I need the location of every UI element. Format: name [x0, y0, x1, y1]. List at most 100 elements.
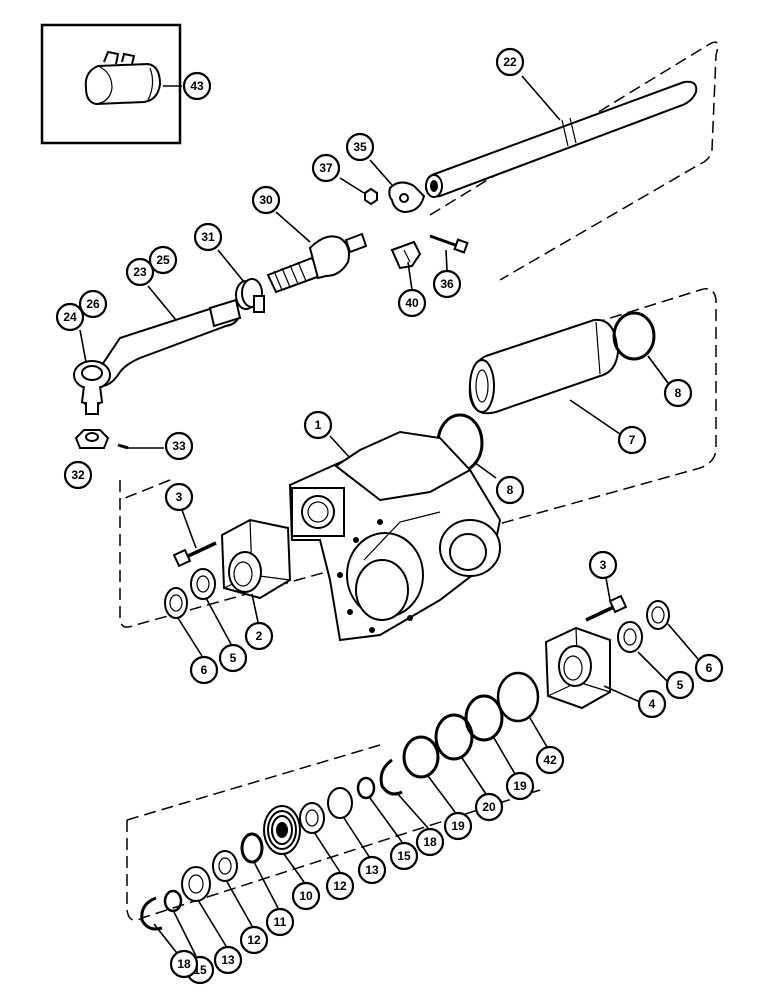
callout-18-lower: 18 — [169, 949, 199, 979]
callout-19-lower: 19 — [443, 811, 473, 841]
svg-text:5: 5 — [230, 651, 237, 665]
svg-text:12: 12 — [333, 879, 347, 893]
tube-22 — [424, 80, 698, 198]
snap-ring-18-upper — [379, 758, 403, 796]
callout-20: 20 — [474, 792, 504, 822]
svg-text:40: 40 — [405, 296, 419, 310]
callout-1: 1 — [303, 410, 333, 440]
seal-6-right — [646, 600, 670, 630]
callout-5-left: 5 — [218, 643, 248, 673]
svg-text:18: 18 — [177, 957, 191, 971]
svg-text:37: 37 — [319, 161, 333, 175]
svg-text:23: 23 — [133, 265, 147, 279]
callout-6-left: 6 — [189, 655, 219, 685]
ring-20 — [434, 713, 474, 761]
sleeve-7 — [468, 318, 620, 415]
svg-text:20: 20 — [482, 800, 496, 814]
svg-text:25: 25 — [156, 253, 170, 267]
washer-13-upper — [327, 787, 353, 819]
svg-text:18: 18 — [423, 835, 437, 849]
svg-text:12: 12 — [247, 933, 261, 947]
callout-4: 4 — [637, 689, 667, 719]
callout-36: 36 — [432, 269, 462, 299]
callout-8-upper: 8 — [663, 378, 693, 408]
callout-3-left: 3 — [164, 482, 194, 512]
housing-1 — [288, 430, 502, 642]
callout-42: 42 — [535, 745, 565, 775]
clamp-31 — [235, 278, 265, 313]
svg-text:1: 1 — [315, 418, 322, 432]
ring-11 — [240, 832, 264, 864]
callout-13-upper: 13 — [357, 855, 387, 885]
nut-32 — [74, 429, 110, 449]
svg-text:43: 43 — [190, 79, 204, 93]
callout-13-lower: 13 — [213, 945, 243, 975]
washer-15-upper — [356, 776, 376, 800]
bolt-3-right — [585, 594, 628, 622]
callout-7: 7 — [617, 425, 647, 455]
snap-ring-18-lower — [140, 896, 163, 931]
callout-43: 43 — [182, 71, 212, 101]
svg-text:10: 10 — [299, 889, 313, 903]
cover-2 — [220, 518, 292, 600]
callout-31: 31 — [193, 222, 223, 252]
svg-text:42: 42 — [543, 753, 557, 767]
svg-text:6: 6 — [201, 663, 208, 677]
callout-23: 23 — [125, 257, 155, 287]
svg-text:26: 26 — [86, 297, 100, 311]
svg-text:24: 24 — [63, 310, 77, 324]
callout-32: 32 — [63, 460, 93, 490]
svg-text:13: 13 — [221, 953, 235, 967]
callout-30: 30 — [251, 185, 281, 215]
svg-text:22: 22 — [503, 55, 517, 69]
inner-rod-30 — [266, 232, 368, 294]
bracket-35 — [388, 181, 426, 214]
ring-stack — [140, 671, 540, 931]
seal-5-left — [190, 568, 216, 600]
seal-5-right — [617, 621, 643, 653]
cover-4 — [544, 626, 611, 710]
callout-25: 25 — [148, 245, 178, 275]
callout-24: 24 — [55, 302, 85, 332]
ring-19-lower — [402, 735, 440, 779]
callout-10: 10 — [291, 881, 321, 911]
washer-13-lower — [181, 866, 211, 902]
clip-part-43 — [84, 50, 162, 106]
washer-15-lower — [163, 889, 183, 913]
svg-text:2: 2 — [256, 629, 263, 643]
svg-text:13: 13 — [365, 863, 379, 877]
callout-22: 22 — [495, 47, 525, 77]
callout-35: 35 — [345, 132, 375, 162]
callout-19-upper: 19 — [505, 771, 535, 801]
washer-12-upper — [299, 802, 325, 834]
callout-2: 2 — [244, 621, 274, 651]
callout-26: 26 — [78, 289, 108, 319]
callout-11: 11 — [265, 907, 295, 937]
ring-42 — [496, 671, 540, 723]
seal-6-left — [164, 587, 188, 619]
svg-text:8: 8 — [507, 483, 514, 497]
svg-text:19: 19 — [513, 779, 527, 793]
svg-text:5: 5 — [677, 678, 684, 692]
oring-8-upper — [612, 311, 656, 361]
svg-text:6: 6 — [706, 661, 713, 675]
callout-33: 33 — [164, 431, 194, 461]
svg-text:35: 35 — [353, 140, 367, 154]
callout-12-upper: 12 — [325, 871, 355, 901]
callout-5-right: 5 — [665, 670, 695, 700]
svg-text:4: 4 — [649, 697, 656, 711]
piston-10 — [263, 805, 301, 855]
svg-text:15: 15 — [397, 849, 411, 863]
bolt-36 — [429, 234, 469, 254]
svg-text:32: 32 — [71, 468, 85, 482]
leader-lines — [79, 75, 705, 963]
callout-8-lower: 8 — [495, 475, 525, 505]
callout-18-upper: 18 — [415, 827, 445, 857]
washer-12-lower — [212, 850, 238, 882]
svg-text:33: 33 — [172, 439, 186, 453]
callout-3-right: 3 — [588, 550, 618, 580]
svg-text:31: 31 — [201, 230, 215, 244]
svg-text:3: 3 — [600, 558, 607, 572]
svg-text:19: 19 — [451, 819, 465, 833]
